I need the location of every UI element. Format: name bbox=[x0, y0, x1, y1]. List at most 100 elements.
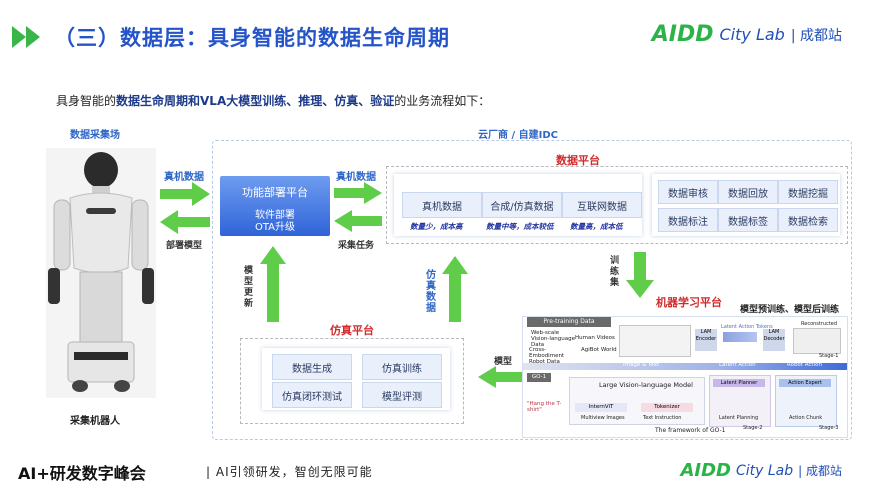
data-op-annotate[interactable]: 数据标注 bbox=[658, 208, 718, 232]
data-sources-panel: 真机数据 合成/仿真数据 互联网数据 数量少，成本高 数量中等，成本较低 数量高… bbox=[394, 174, 642, 236]
fw-text-instr: Text Instruction bbox=[643, 415, 682, 421]
fw-latent-planner: Latent Planner bbox=[713, 379, 765, 387]
logo-bottom: AIDD City Lab | 成都站 bbox=[680, 460, 842, 481]
fw-tokenizer: Tokenizer bbox=[641, 403, 693, 412]
label-collect-task: 采集任务 bbox=[338, 241, 375, 251]
label-cloud: 云厂商 / 自建IDC bbox=[478, 130, 558, 141]
label-ml-platform: 机器学习平台 bbox=[656, 296, 722, 309]
intro-suffix: 的业务流程如下： bbox=[394, 94, 491, 108]
arrow-right-to-data-platform bbox=[334, 182, 382, 204]
logo-sub: City Lab bbox=[719, 25, 785, 44]
footer-title: AI+研发数字峰会 bbox=[18, 464, 146, 483]
label-sim-data: 仿真数据 bbox=[426, 270, 436, 314]
data-platform-box bbox=[386, 166, 848, 244]
fw-human: Human Videos bbox=[575, 335, 615, 341]
func-platform-line2: OTA升级 bbox=[254, 222, 296, 233]
label-real-data-left: 真机数据 bbox=[164, 172, 204, 183]
logo-brand: AIDD bbox=[651, 22, 714, 47]
footer-subtitle: | AI引领研发，智创无限可能 bbox=[206, 465, 373, 479]
label-collect-robot: 采集机器人 bbox=[70, 416, 120, 427]
arrow-left-deploy-model bbox=[160, 210, 210, 234]
logo-bottom-brand: AIDD bbox=[680, 460, 731, 481]
fw-lam-encoder: LAM Encoder bbox=[695, 329, 717, 351]
arrow-down-train-set bbox=[626, 252, 654, 298]
fw-cross: Cross-Embodiment Robot Data bbox=[529, 347, 565, 365]
data-source-internet[interactable]: 互联网数据 bbox=[562, 192, 642, 218]
go1-framework-figure: Pre-training Data Web-scale Vision-langu… bbox=[522, 316, 848, 438]
data-source-synthetic[interactable]: 合成/仿真数据 bbox=[482, 192, 562, 218]
label-train-set: 训练集 bbox=[610, 256, 620, 288]
label-pretrain: 模型预训练、模型后训练 bbox=[740, 305, 840, 315]
logo-bottom-site: | 成都站 bbox=[798, 464, 842, 478]
intro-text: 具身智能的数据生命周期和VLA大模型训练、推理、仿真、验证的业务流程如下： bbox=[56, 92, 490, 109]
note-real: 数量少，成本高 bbox=[410, 222, 463, 231]
data-source-real[interactable]: 真机数据 bbox=[402, 192, 482, 218]
label-data-collection-site: 数据采集场 bbox=[70, 130, 120, 141]
fw-lvlm-box bbox=[569, 377, 705, 425]
logo-site: | 成都站 bbox=[790, 27, 842, 44]
fw-frames bbox=[619, 325, 691, 357]
func-platform-line1: 软件部署 bbox=[255, 210, 295, 221]
sim-op-eval[interactable]: 模型评测 bbox=[362, 382, 442, 408]
arrow-left-model bbox=[478, 366, 522, 388]
fw-latent-action: Latent Action bbox=[719, 362, 756, 368]
fw-internvit: InternViT bbox=[575, 403, 627, 412]
fw-web: Web-scale Vision-language Data bbox=[531, 330, 576, 348]
label-real-data-right: 真机数据 bbox=[336, 172, 376, 183]
intro-bold: 数据生命周期和VLA大模型训练、推理、仿真、验证 bbox=[116, 94, 395, 108]
fw-latent-tokens: Latent Action Tokens bbox=[721, 324, 773, 330]
fw-stage2: Stage-2 bbox=[743, 425, 763, 431]
note-internet: 数量高，成本低 bbox=[570, 222, 623, 231]
logo-bottom-sub: City Lab bbox=[735, 462, 794, 479]
fw-agibot: AgiBot World bbox=[581, 347, 617, 353]
sim-op-data-gen[interactable]: 数据生成 bbox=[272, 354, 352, 380]
label-sim-platform: 仿真平台 bbox=[330, 324, 374, 337]
robot-icon bbox=[48, 152, 154, 392]
label-data-platform: 数据平台 bbox=[556, 154, 600, 167]
footer-bar bbox=[0, 454, 870, 489]
arrow-up-sim-data bbox=[442, 256, 468, 322]
fw-progress-band bbox=[523, 363, 847, 370]
note-synthetic: 数量中等，成本较低 bbox=[486, 222, 554, 231]
sim-platform-box bbox=[240, 338, 464, 424]
fw-prompt: "Hang the T-shirt" bbox=[527, 401, 562, 413]
data-op-mining[interactable]: 数据挖掘 bbox=[778, 180, 838, 204]
intro-prefix: 具身智能的 bbox=[56, 94, 117, 108]
fw-recon-frames bbox=[793, 328, 841, 354]
collect-robot-image bbox=[46, 148, 156, 398]
sim-op-closed-loop[interactable]: 仿真闭环测试 bbox=[272, 382, 352, 408]
arrow-right-real-data bbox=[160, 182, 210, 206]
fw-pre-data: Pre-training Data bbox=[527, 317, 611, 327]
fw-multiview: Multiview Images bbox=[581, 415, 625, 421]
label-model-update: 模型更新 bbox=[244, 266, 254, 309]
fw-action-expert: Action Expert bbox=[779, 379, 831, 387]
fw-stage3: Stage-3 bbox=[819, 425, 839, 431]
fw-token-bar bbox=[723, 332, 757, 342]
fw-robot-action: Robot Action bbox=[787, 362, 822, 368]
sim-op-training[interactable]: 仿真训练 bbox=[362, 354, 442, 380]
fw-stage1: Stage-1 bbox=[819, 353, 839, 359]
fw-action-chunk: Action Chunk bbox=[789, 415, 823, 421]
fw-reconstructed: Reconstructed bbox=[801, 321, 838, 327]
logo-top: AIDD City Lab | 成都站 bbox=[652, 22, 842, 47]
arrow-up-model-update bbox=[260, 246, 286, 322]
page-title: （三）数据层：具身智能的数据生命周期 bbox=[54, 26, 450, 50]
cloud-region bbox=[212, 140, 852, 440]
data-op-tag[interactable]: 数据标签 bbox=[718, 208, 778, 232]
data-op-replay[interactable]: 数据回放 bbox=[718, 180, 778, 204]
fw-lvlm: Large Vision-language Model bbox=[599, 381, 693, 389]
sim-ops-panel: 数据生成 仿真训练 仿真闭环测试 模型评测 bbox=[262, 348, 450, 410]
fw-latent-planning: Latent Planning bbox=[719, 415, 759, 421]
data-op-review[interactable]: 数据审核 bbox=[658, 180, 718, 204]
data-ops-panel: 数据审核 数据回放 数据挖掘 数据标注 数据标签 数据检索 bbox=[652, 174, 840, 236]
fw-go1: GO-1 bbox=[527, 373, 551, 382]
label-deploy-model: 部署模型 bbox=[166, 241, 203, 251]
fw-caption: The framework of GO-1 bbox=[655, 427, 726, 434]
func-platform-title: 功能部署平台 bbox=[242, 186, 308, 199]
data-op-search[interactable]: 数据检索 bbox=[778, 208, 838, 232]
func-deploy-platform[interactable]: 功能部署平台 软件部署 OTA升级 bbox=[220, 176, 330, 236]
play-arrows-icon bbox=[12, 26, 40, 48]
fw-lam-decoder: LAM Decoder bbox=[763, 329, 785, 351]
label-model: 模型 bbox=[494, 357, 513, 367]
fw-image-text: Image & Text bbox=[623, 362, 660, 368]
